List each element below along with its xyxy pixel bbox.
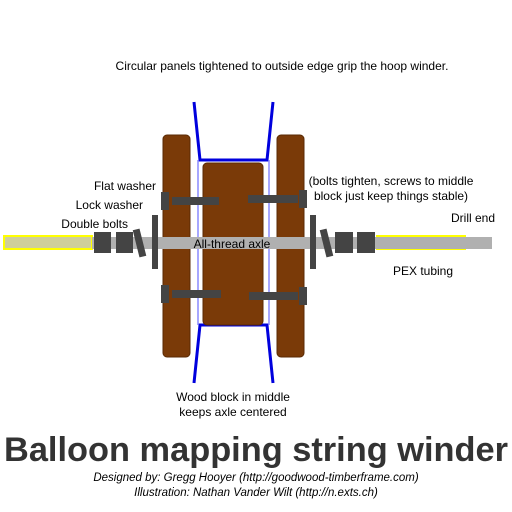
flat-washer-left bbox=[152, 215, 158, 269]
all-thread-axle bbox=[92, 237, 492, 249]
lock-washer-label: Lock washer bbox=[76, 198, 143, 212]
double-bolt-right-outer bbox=[357, 232, 375, 253]
page-title: Balloon mapping string winder bbox=[4, 431, 508, 469]
illustrator-credit: Illustration: Nathan Vander Wilt (http:/… bbox=[134, 487, 378, 499]
double-bolt-right-inner bbox=[335, 232, 353, 253]
pex-tubing-left bbox=[3, 235, 93, 250]
bolt-lower-left bbox=[172, 290, 221, 298]
hoop-bottom bbox=[192, 323, 275, 384]
flat-washer-label: Flat washer bbox=[94, 179, 156, 193]
pex-tubing-label: PEX tubing bbox=[393, 264, 453, 278]
wood-block-label-line1: Wood block in middle bbox=[176, 390, 290, 404]
bolt-head-upper-right bbox=[299, 190, 307, 208]
double-bolt-left-outer bbox=[94, 232, 111, 253]
bolts-note-line1: (bolts tighten, screws to middle bbox=[309, 174, 474, 188]
lock-washer-right bbox=[319, 228, 334, 258]
top-note: Circular panels tightened to outside edg… bbox=[116, 59, 449, 73]
drill-end-label: Drill end bbox=[451, 211, 495, 225]
right-hardware bbox=[310, 215, 375, 269]
lock-washer-left bbox=[132, 228, 147, 258]
double-bolts-label: Double bolts bbox=[61, 217, 128, 231]
axle-label: All-thread axle bbox=[194, 237, 271, 251]
bolt-head-lower-left bbox=[161, 285, 169, 303]
double-bolt-left-inner bbox=[116, 232, 133, 253]
bolt-head-lower-right bbox=[299, 287, 307, 305]
designer-credit: Designed by: Gregg Hooyer (http://goodwo… bbox=[93, 472, 419, 484]
bolt-upper-left bbox=[172, 197, 219, 205]
bolts-note-line2: block just keep things stable) bbox=[314, 189, 468, 203]
flat-washer-right bbox=[310, 215, 316, 269]
bolt-upper-right bbox=[248, 195, 298, 203]
bolt-head-upper-left bbox=[161, 192, 169, 210]
bolt-lower-right bbox=[249, 292, 298, 300]
left-hardware bbox=[94, 215, 158, 269]
hoop-top bbox=[192, 101, 275, 162]
wood-block-label-line2: keeps axle centered bbox=[179, 405, 286, 419]
panel-bolts bbox=[161, 190, 307, 305]
